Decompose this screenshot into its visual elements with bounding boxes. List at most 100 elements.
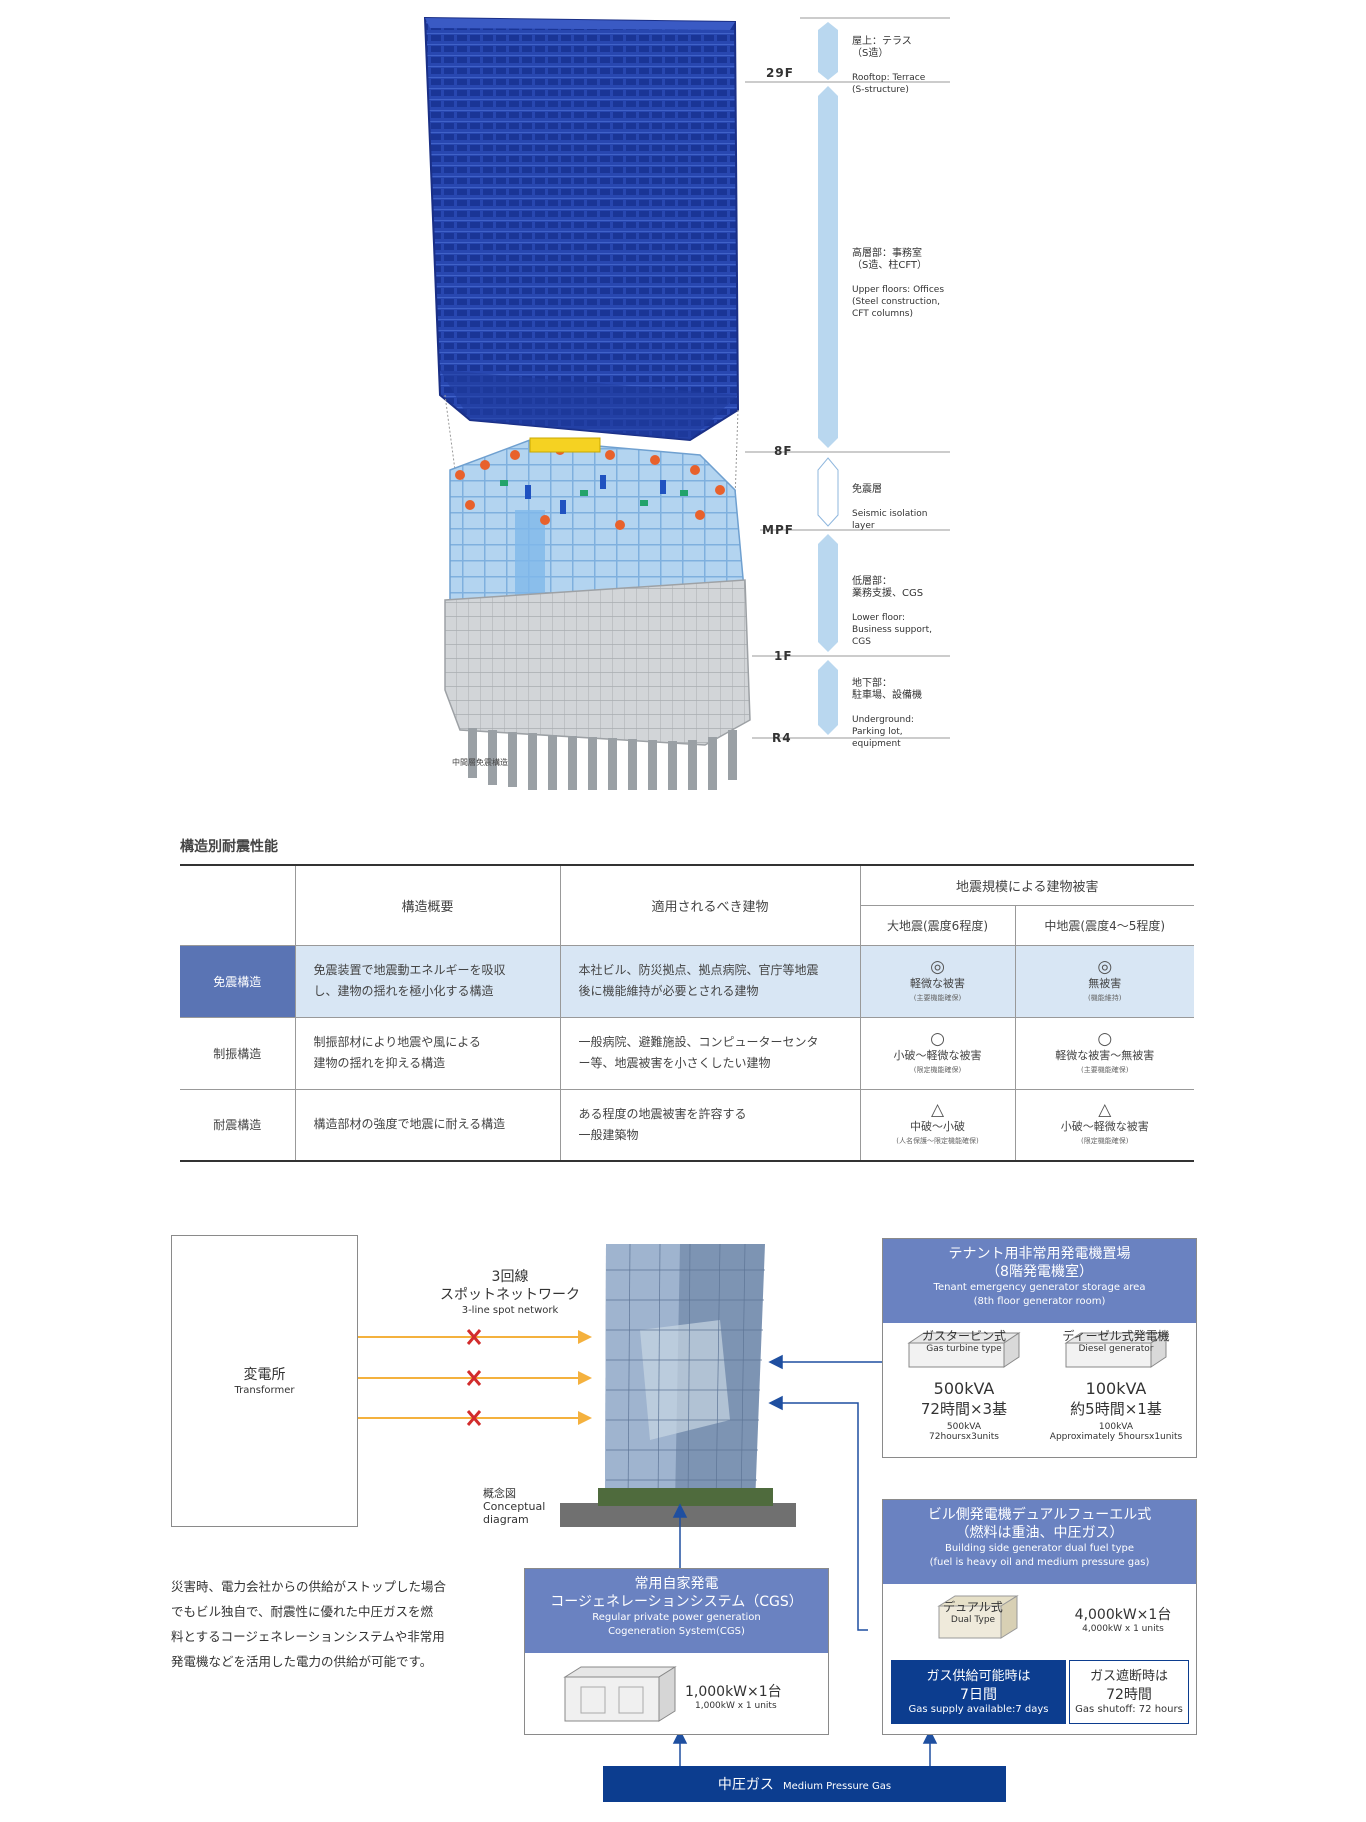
building-generator-title: ビル側発電機デュアルフューエル式 （燃料は重油、中圧ガス） Building s…	[883, 1500, 1196, 1584]
row-overview-line: 免震装置で地震動エネルギーを吸収	[313, 963, 506, 977]
row-buildings-line: 一般病院、避難施設、コンピューターセンタ	[578, 1035, 819, 1049]
network-jp1: 3回線	[491, 1269, 529, 1285]
tenant-generator-title: テナント用非常用発電機置場 （8階発電機室） Tenant emergency …	[883, 1239, 1196, 1323]
zone-pointers	[817, 22, 839, 735]
building-gen-title-jp2: （燃料は重油、中圧ガス）	[955, 1525, 1124, 1541]
header-large-quake: 大地震(震度6程度)	[860, 905, 1016, 946]
row-medium-damage: △ 小破〜軽微な被害 (限定機能確保)	[1015, 1089, 1194, 1162]
description-line: 災害時、電力会社からの供給がストップした場合	[171, 1579, 447, 1594]
zone-isolation-en: Seismic isolation layer	[852, 509, 928, 531]
dual-en: Dual Type	[950, 1615, 996, 1625]
diesel-generator-unit: ディーゼル式発電機 Diesel generator 100kVA 約5時間×1…	[1041, 1329, 1191, 1442]
floor-label-r4: R4	[772, 731, 792, 745]
row-buildings-line: 一般建築物	[578, 1127, 639, 1142]
rating-note: (限定機能確保)	[1081, 1137, 1129, 1146]
rating-text: 中破〜小破	[910, 1120, 965, 1134]
zone-rooftop-en: Rooftop: Terrace (S-structure)	[852, 73, 926, 95]
gas-supply-jp2: 7日間	[960, 1687, 997, 1703]
zone-underground: 地下部： 駐車場、設備機 Underground: Parking lot, e…	[852, 666, 922, 762]
diesel-capacity: 100kVA	[1085, 1379, 1147, 1398]
floor-label-1f: 1F	[774, 649, 793, 663]
dual-label: デュアル式 Dual Type	[933, 1598, 1013, 1625]
gas-supply-jp1: ガス供給可能時は	[926, 1669, 1031, 1684]
diesel-capacity-en: 100kVA	[1098, 1422, 1134, 1432]
cgs-generator-icon	[563, 1666, 677, 1722]
cgs-box: 常用自家発電 コージェネレーションシステム（CGS） Regular priva…	[524, 1568, 829, 1735]
concept-label: 概念図 Conceptual diagram	[483, 1487, 545, 1526]
cross-icons	[466, 1329, 482, 1426]
rating-circle-icon: ○	[930, 1028, 945, 1049]
spot-network-arrows	[358, 1330, 592, 1425]
zone-upper-en: Upper floors: Offices (Steel constructio…	[852, 285, 945, 319]
gas-shutoff-panel: ガス遮断時は 72時間 Gas shutoff: 72 hours	[1069, 1660, 1189, 1724]
rating-triangle-icon: △	[930, 1100, 945, 1121]
row-medium-damage: ○ 軽微な被害〜無被害 (主要機能確保)	[1015, 1017, 1194, 1090]
tenant-title-jp1: テナント用非常用発電機置場	[948, 1246, 1131, 1262]
row-medium-damage: ◎ 無被害 (機能維持)	[1015, 945, 1194, 1018]
power-description: 災害時、電力会社からの供給がストップした場合 でもビル独自で、耐震性に優れた中圧…	[171, 1574, 446, 1674]
generator-icon	[907, 1332, 1021, 1368]
row-buildings-line: ー等、地震被害を小さくしたい建物	[578, 1056, 771, 1070]
cgs-cap: 1,000kW×1台	[685, 1684, 782, 1700]
dual-fuel-unit: デュアル式 Dual Type	[933, 1592, 1023, 1642]
tenant-title-jp2: （8階発電機室）	[986, 1264, 1093, 1280]
cgs-capacity: 1,000kW×1台 1,000kW x 1 units	[685, 1681, 825, 1711]
zone-lower-floors: 低層部： 業務支援、CGS Lower floor: Business supp…	[852, 564, 932, 660]
building-structure-diagram: 29F 8F MPF 1F R4 屋上：テラス （S造） Rooftop: Te…	[0, 0, 1366, 790]
row-large-damage: △ 中破〜小破 (人名保護〜限定機能確保)	[860, 1089, 1016, 1162]
dual-jp: デュアル式	[943, 1600, 1003, 1614]
rating-note: (機能維持)	[1088, 993, 1122, 1002]
rating-double-circle-icon: ◎	[930, 956, 945, 977]
zone-underground-en: Underground: Parking lot, equipment	[852, 715, 914, 749]
row-large-damage: ◎ 軽微な被害 (主要機能確保)	[860, 945, 1016, 1018]
rating-circle-icon: ○	[1097, 1028, 1113, 1049]
row-overview-line: 建物の揺れを抑える構造	[313, 1056, 446, 1070]
row-name: 免震構造	[180, 945, 296, 1018]
floor-label-8f: 8F	[774, 444, 793, 458]
table-row: 制振構造 制振部材により地震や風による 建物の揺れを抑える構造 一般病院、避難施…	[180, 1017, 1194, 1090]
foundation-piles	[468, 728, 737, 790]
diesel-count: 約5時間×1基	[1070, 1400, 1162, 1418]
network-en: 3-line spot network	[461, 1305, 559, 1316]
diesel-en: Diesel generator	[1078, 1344, 1154, 1354]
floor-label-29f: 29F	[766, 66, 794, 80]
substation-en: Transformer	[234, 1385, 295, 1396]
row-overview: 免震装置で地震動エネルギーを吸収 し、建物の揺れを極小化する構造	[295, 945, 561, 1018]
row-large-damage: ○ 小破〜軽微な被害 (限定機能確保)	[860, 1017, 1016, 1090]
cgs-title-jp2: コージェネレーションシステム（CGS）	[550, 1594, 803, 1610]
table-corner-cell	[180, 864, 296, 946]
seismic-performance-table: 構造概要 適用されるべき建物 地震規模による建物被害 大地震(震度6程度) 中地…	[180, 864, 1194, 1162]
cgs-title-en1: Regular private power generation	[592, 1612, 761, 1623]
building-gen-title-jp1: ビル側発電機デュアルフューエル式	[927, 1507, 1152, 1523]
gas-turbine-capacity-en: 500kVA	[946, 1422, 982, 1432]
zone-lower-jp: 低層部： 業務支援、CGS	[852, 576, 924, 599]
gas-shutoff-jp1: ガス遮断時は	[1089, 1669, 1168, 1684]
diagram-caption: 中間層免震構造	[452, 758, 508, 767]
row-overview-line: し、建物の揺れを極小化する構造	[313, 984, 494, 998]
building-gen-capacity: 4,000kW×1台 4,000kW x 1 units	[1053, 1604, 1193, 1634]
zone-isolation: 免震層 Seismic isolation layer	[852, 472, 927, 544]
gas-turbine-count: 72時間×3基	[920, 1400, 1008, 1418]
gas-supply-en: Gas supply available:7 days	[908, 1704, 1049, 1715]
gas-turbine-jp: ガスタービン式	[921, 1329, 1006, 1343]
building-illustration	[423, 16, 950, 790]
header-damage: 地震規模による建物被害	[860, 864, 1194, 906]
gas-turbine-en: Gas turbine type	[926, 1344, 1002, 1354]
header-buildings: 適用されるべき建物	[560, 864, 861, 946]
cgs-cap-en: 1,000kW x 1 units	[695, 1701, 777, 1711]
concept-jp: 概念図	[483, 1487, 516, 1500]
building-gen-title-en1: Building side generator dual fuel type	[944, 1543, 1135, 1554]
network-jp2: スポットネットワーク	[440, 1287, 580, 1303]
row-buildings: ある程度の地震被害を許容する 一般建築物	[560, 1089, 861, 1162]
row-name: 制振構造	[180, 1017, 296, 1090]
zone-isolation-jp: 免震層	[852, 484, 882, 495]
description-line: でもビル独自で、耐震性に優れた中圧ガスを燃	[171, 1604, 434, 1619]
zone-upper-jp: 高層部：事務室 （S造、柱CFT）	[852, 248, 928, 271]
tenant-title-en2: (8th floor generator room)	[973, 1296, 1106, 1307]
base-structure	[444, 579, 751, 746]
description-line: 発電機などを活用した電力の供給が可能です。	[171, 1654, 433, 1669]
dual-generator-icon	[937, 1595, 1019, 1639]
tenant-title-en1: Tenant emergency generator storage area	[933, 1282, 1146, 1293]
tenant-generator-box: テナント用非常用発電機置場 （8階発電機室） Tenant emergency …	[882, 1238, 1197, 1458]
zone-upper-floors: 高層部：事務室 （S造、柱CFT） Upper floors: Offices …	[852, 236, 944, 332]
